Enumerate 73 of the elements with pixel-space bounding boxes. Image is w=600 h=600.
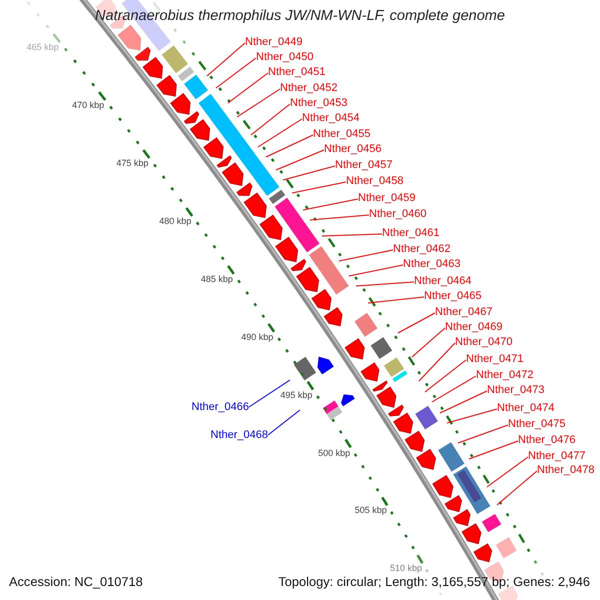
scale-label: 505 kbp <box>354 505 387 516</box>
leader-line <box>322 234 382 236</box>
leader-line <box>338 250 394 262</box>
leader-line <box>446 408 498 424</box>
leader-line <box>216 58 256 88</box>
map-title: Natranaerobius thermophilus JW/NM-WN-LF, complete genome <box>94 8 506 24</box>
gene-label: Nther_0452 <box>280 82 338 94</box>
gene-label: Nther_0451 <box>268 66 326 78</box>
gene-label: Nther_0473 <box>487 384 544 396</box>
gene-label: Nther_0454 <box>302 112 360 124</box>
scale-label: 465 kbp <box>26 42 59 54</box>
leader-line <box>248 380 290 408</box>
gene-label: Nther_0472 <box>476 368 534 382</box>
gene-label: Nther_0459 <box>358 192 416 204</box>
gene-label: Nther_0460 <box>369 208 426 220</box>
leader-line <box>276 150 324 170</box>
gene-label: Nther_0457 <box>335 158 392 172</box>
gene-label: Nther_0467 <box>435 306 492 318</box>
accession-text: Accession: NC_010718 <box>9 574 143 589</box>
scale-label: 470 kbp <box>72 100 104 112</box>
leader-line <box>302 198 358 210</box>
leader-line <box>486 456 528 488</box>
gene-label: Nther_0462 <box>393 242 450 256</box>
scale-label: 490 kbp <box>241 332 274 343</box>
leader-line <box>432 376 476 402</box>
leader-line <box>268 410 300 436</box>
gene-label: Nther_0468 <box>210 428 268 442</box>
gene-label: Nther_0464 <box>414 274 472 288</box>
gene-label: Nther_0458 <box>346 174 404 188</box>
gene-label: Nther_0474 <box>497 402 554 414</box>
leader-line <box>310 214 370 220</box>
leader-line <box>368 296 424 304</box>
gene-label: Nther_0455 <box>313 128 370 140</box>
leader-line <box>228 72 268 104</box>
leader-line <box>424 360 466 392</box>
gene-label: Nther_0449 <box>245 36 302 48</box>
leader-line <box>206 42 246 76</box>
leader-line <box>412 328 446 358</box>
leader-line <box>236 88 280 118</box>
leader-line <box>440 390 488 414</box>
gene-label: Nther_0471 <box>466 352 524 366</box>
leader-line <box>418 342 456 382</box>
gene-label: Nther_0477 <box>528 450 586 462</box>
gene-label: Nther_0450 <box>256 50 314 64</box>
leader-line <box>266 134 314 158</box>
gene-label: Nther_0465 <box>424 290 482 302</box>
leader-line <box>292 182 346 194</box>
scale-label: 500 kbp <box>318 448 350 458</box>
scale-label: 480 kbp <box>159 216 192 227</box>
leader-line <box>348 264 404 276</box>
leader-line <box>496 470 538 506</box>
leader-line <box>250 104 290 136</box>
topology-text: Topology: circular; Length: 3,165,557 bp; Genes: 2,946 <box>278 574 590 589</box>
gene-label: Nther_0469 <box>445 320 502 334</box>
gene-label: Nther_0475 <box>508 418 566 430</box>
leader-line <box>356 282 414 286</box>
scale-label: 485 kbp <box>200 274 233 285</box>
leader-line <box>458 424 508 444</box>
gene-label: Nther_0466 <box>192 400 249 414</box>
gene-label: Nther_0456 <box>324 142 382 156</box>
leader-line <box>282 166 336 180</box>
gene-label: Nther_0476 <box>518 434 576 446</box>
leader-line <box>468 440 518 460</box>
gene-label: Nther_0478 <box>537 464 594 476</box>
gene-label: Nther_0463 <box>403 258 460 270</box>
gene-label: Nther_0453 <box>290 96 348 110</box>
gene-label: Nther_0461 <box>382 226 440 240</box>
leader-line <box>398 312 436 334</box>
scale-label: 475 kbp <box>116 158 148 170</box>
leader-line <box>258 118 302 148</box>
scale-label: 510 kbp <box>390 563 422 574</box>
gene-label: Nther_0470 <box>455 336 512 348</box>
scale-label: 495 kbp <box>280 390 312 401</box>
